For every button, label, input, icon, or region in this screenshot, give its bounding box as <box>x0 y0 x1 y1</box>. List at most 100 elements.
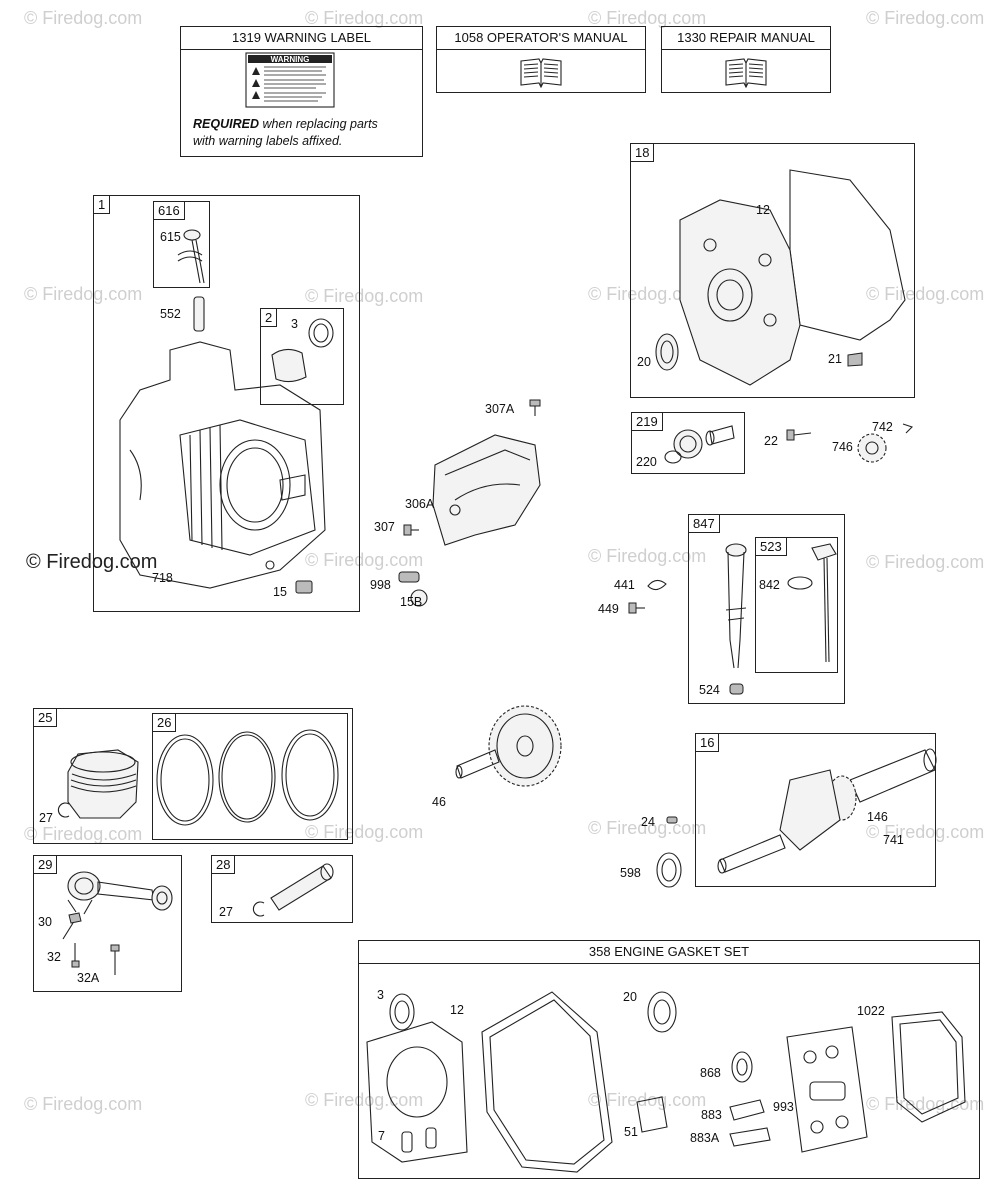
part-label-441: 441 <box>614 578 635 592</box>
governor-washer-drawing <box>664 450 682 464</box>
warning-label-box[interactable]: 1319 WARNING LABEL WARNING REQUIRED when… <box>180 26 423 157</box>
group-tag: 18 <box>631 144 655 162</box>
warning-label-title: 1319 WARNING LABEL <box>181 27 422 50</box>
part-label-718: 718 <box>152 571 173 585</box>
group-tag: 25 <box>34 709 58 727</box>
group-tag: 1 <box>94 196 111 214</box>
part-label-24: 24 <box>641 815 655 829</box>
warning-sticker-title: WARNING <box>271 55 310 64</box>
watermark: © Firedog.com <box>24 1094 143 1114</box>
part-label-307: 307 <box>374 520 395 534</box>
part-label-27: 27 <box>39 811 53 825</box>
part-label-615: 615 <box>160 230 181 244</box>
group-219-governor-box[interactable]: 219 <box>631 412 745 474</box>
part-label-220: 220 <box>636 455 657 469</box>
dipstick-tube-drawing <box>725 543 747 669</box>
watermark: © Firedog.com <box>305 286 424 306</box>
part-label-998: 998 <box>370 578 391 592</box>
watermark: © Firedog.com <box>305 550 424 570</box>
group-847-dipstick-tube-box[interactable]: 847 <box>688 514 845 704</box>
part-label-12: 12 <box>450 1003 464 1017</box>
clamp-icon <box>647 579 667 591</box>
camshaft-drawing <box>455 705 562 787</box>
watermark: © Firedog.com <box>588 284 707 304</box>
part-label-598: 598 <box>620 866 641 880</box>
group-tag: 29 <box>34 856 58 874</box>
retaining-ring-icon <box>252 901 265 917</box>
group-2-box[interactable]: 2 <box>260 308 344 405</box>
group-29-connecting-rod-box[interactable]: 29 <box>33 855 182 992</box>
watermark: © Firedog.com <box>305 822 424 842</box>
piston-drawing <box>67 749 139 819</box>
group-28-piston-pin-box[interactable]: 28 <box>211 855 353 923</box>
dipstick-drawing <box>811 543 837 663</box>
sleeve-drawing <box>271 318 334 383</box>
part-label-146: 146 <box>867 810 888 824</box>
watermark: © Firedog.com <box>26 551 158 573</box>
part-label-993: 993 <box>773 1100 794 1114</box>
group-25-piston-box[interactable]: 25 <box>33 708 353 844</box>
part-label-46: 46 <box>432 795 446 809</box>
cylinder-block-drawing <box>119 341 326 589</box>
watermark: © Firedog.com <box>24 824 143 844</box>
watermark: © Firedog.com <box>866 822 985 842</box>
group-tag: 219 <box>632 413 663 431</box>
gear-icon <box>857 433 887 463</box>
watermark: © Firedog.com <box>24 8 143 28</box>
part-label-12: 12 <box>756 203 770 217</box>
valve-drawing <box>177 229 205 284</box>
watermark: © Firedog.com <box>588 8 707 28</box>
part-label-27: 27 <box>219 905 233 919</box>
group-616-valve-box[interactable]: 616 <box>153 201 210 288</box>
gasket-set-drawing <box>366 991 966 1173</box>
gasket-set-title: 358 ENGINE GASKET SET <box>359 941 979 964</box>
part-label-842: 842 <box>759 578 780 592</box>
part-label-552: 552 <box>160 307 181 321</box>
part-label-524: 524 <box>699 683 720 697</box>
connecting-rod-drawing <box>67 871 173 915</box>
clip-icon <box>902 423 914 434</box>
part-label-1022: 1022 <box>857 1004 885 1018</box>
fitting-drawing <box>398 571 428 607</box>
part-label-21: 21 <box>828 352 842 366</box>
group-358-gasket-set-box[interactable]: 358 ENGINE GASKET SET <box>358 940 980 1179</box>
group-tag: 523 <box>756 538 787 556</box>
group-tag: 616 <box>154 202 185 220</box>
group-tag: 28 <box>212 856 236 874</box>
rod-bolt-drawing <box>62 912 120 975</box>
seal-icon <box>656 852 682 888</box>
part-label-51: 51 <box>624 1125 638 1139</box>
operators-manual-box[interactable]: 1058 OPERATOR'S MANUAL <box>436 26 646 93</box>
group-tag: 2 <box>261 309 278 327</box>
valve-guide-drawing <box>193 296 205 332</box>
piston-ring-drawing <box>156 729 339 826</box>
watermark: © Firedog.com <box>866 8 985 28</box>
part-label-7: 7 <box>378 1129 385 1143</box>
screw-icon <box>403 524 419 536</box>
part-label-741: 741 <box>883 833 904 847</box>
watermark: © Firedog.com <box>24 284 143 304</box>
group-26-rings-box[interactable]: 26 <box>152 713 348 840</box>
repair-manual-title: 1330 REPAIR MANUAL <box>662 27 830 50</box>
group-18-crankcase-box[interactable]: 18 <box>630 143 915 398</box>
required-rest: when replacing parts <box>258 117 378 131</box>
screw-icon <box>628 602 645 614</box>
group-1-cylinder-box[interactable]: 1 <box>93 195 360 612</box>
part-label-15B: 15B <box>400 595 423 609</box>
repair-manual-box[interactable]: 1330 REPAIR MANUAL <box>661 26 831 93</box>
part-label-306A: 306A <box>405 497 435 511</box>
part-label-868: 868 <box>700 1066 721 1080</box>
part-label-3: 3 <box>377 988 384 1002</box>
group-523-dipstick-box[interactable]: 523 <box>755 537 838 673</box>
watermark: © Firedog.com <box>588 546 707 566</box>
o-ring-icon <box>787 576 813 590</box>
warning-label-note: REQUIRED when replacing parts with warni… <box>193 116 378 150</box>
part-label-32A: 32A <box>77 971 100 985</box>
group-16-crankshaft-box[interactable]: 16 <box>695 733 936 887</box>
part-label-307A: 307A <box>485 402 515 416</box>
warning-sticker-icon: WARNING <box>245 52 335 108</box>
watermark: © Firedog.com <box>866 552 985 572</box>
part-label-20: 20 <box>623 990 637 1004</box>
governor-gear-drawing <box>673 425 735 459</box>
part-label-3: 3 <box>291 317 298 331</box>
